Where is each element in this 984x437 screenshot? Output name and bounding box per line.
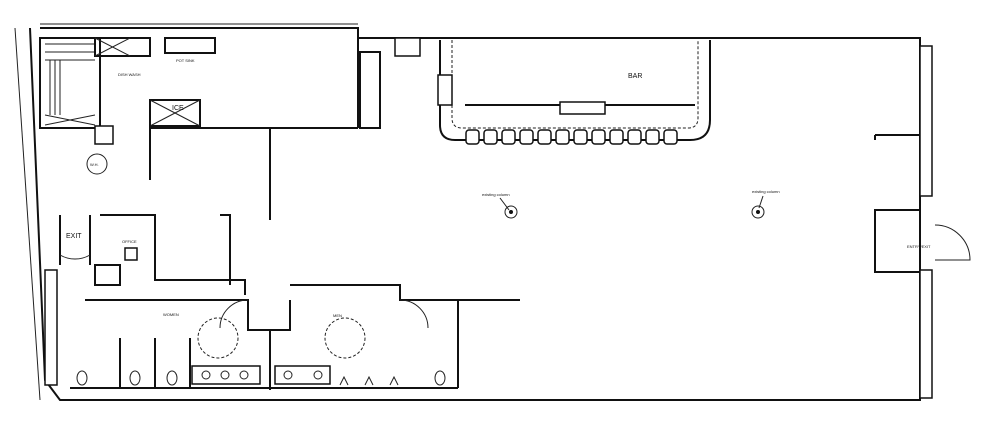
label-ice: ICE bbox=[172, 105, 184, 112]
bar-stool bbox=[627, 129, 642, 145]
entry-vestibule bbox=[874, 134, 971, 273]
label-office: OFFICE bbox=[122, 239, 137, 244]
label-water-heater: W.H. bbox=[90, 162, 99, 167]
label-dish-wash: DISH WASH bbox=[118, 72, 141, 77]
bar-stool bbox=[573, 129, 588, 145]
bar-stool bbox=[663, 129, 678, 145]
label-men: MEN bbox=[333, 313, 342, 318]
bar-stool bbox=[591, 129, 606, 145]
note-existing-column-2: existing column bbox=[752, 189, 780, 194]
label-bar: BAR bbox=[628, 73, 642, 80]
bar-stool bbox=[483, 129, 498, 145]
bar-stools bbox=[465, 129, 678, 145]
office bbox=[59, 214, 246, 295]
bar-stool bbox=[465, 129, 480, 145]
bar-stool bbox=[519, 129, 534, 145]
bar-stool bbox=[645, 129, 660, 145]
label-entry-exit: ENTRY/EXIT bbox=[907, 244, 931, 249]
exterior-walls bbox=[14, 23, 933, 401]
label-pot-sink: POT SINK bbox=[176, 58, 195, 63]
bar-stool bbox=[609, 129, 624, 145]
note-existing-column-1: existing column bbox=[482, 192, 510, 197]
existing-columns bbox=[499, 195, 765, 219]
kitchen bbox=[39, 37, 421, 220]
label-exit: EXIT bbox=[66, 233, 82, 240]
bar-counter bbox=[437, 40, 711, 141]
restrooms bbox=[70, 284, 520, 390]
bar-stool bbox=[537, 129, 552, 145]
bar-stool bbox=[501, 129, 516, 145]
bar-stool bbox=[555, 129, 570, 145]
label-women: WOMEN bbox=[163, 312, 179, 317]
